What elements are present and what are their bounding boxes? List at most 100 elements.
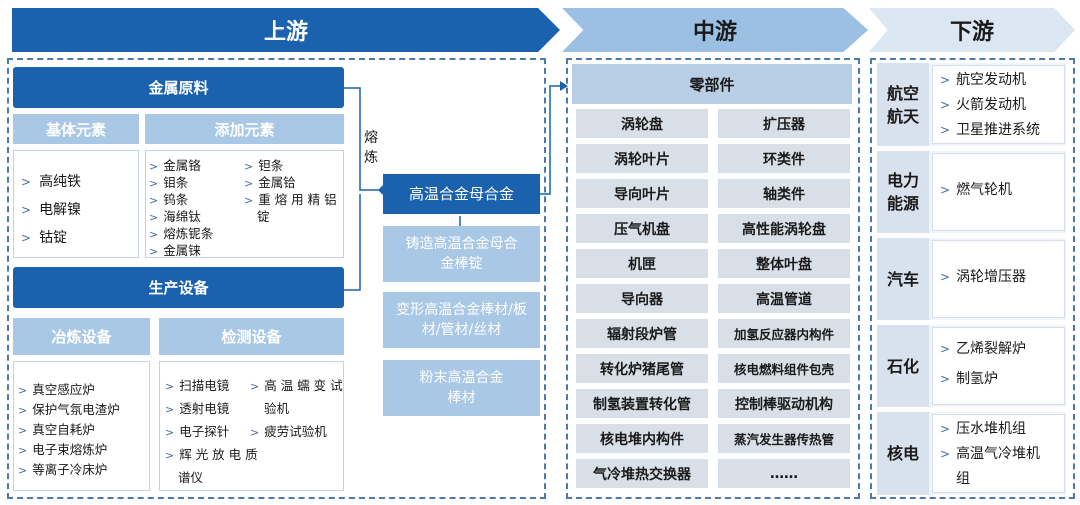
smelting-label: 熔 炼 [364, 130, 378, 166]
downstream-item: >制氢炉 [940, 371, 999, 387]
downstream-category-line: 航天 [886, 106, 919, 126]
caret-icon: > [18, 424, 28, 437]
caret-icon: > [21, 203, 32, 217]
downstream-category-line: 能源 [886, 194, 919, 213]
downstream-category-line: 核电 [886, 444, 919, 463]
base-element-item: >高纯铁 [21, 174, 82, 190]
downstream-items-box [932, 153, 1065, 231]
downstream-item: >卫星推进系统 [940, 122, 1041, 138]
parts-grid: 涡轮盘扩压器涡轮叶片环类件导向叶片轴类件压气机盘高性能涡轮盘机匣整体叶盘导向器高… [572, 108, 852, 496]
downstream-item: >乙烯裂解炉 [940, 341, 1027, 357]
caret-icon: > [940, 270, 951, 284]
caret-icon: > [940, 183, 951, 197]
part-item: 气冷堆热交换器 [576, 459, 708, 488]
caret-icon: > [940, 422, 951, 436]
part-item: 蒸汽发生器传热管 [718, 424, 850, 453]
additive-elements-box [145, 150, 344, 258]
caret-icon: > [940, 342, 951, 356]
additive-element-item-wrap: 锭 [257, 209, 270, 224]
downstream-item: >火箭发动机 [940, 97, 1027, 113]
downstream-category: 汽车 [877, 238, 929, 320]
additive-element-item: >海绵钛 [149, 209, 201, 224]
upstream-panel [7, 58, 546, 499]
testing-equipment-item-wrap: 谱仪 [178, 470, 204, 485]
powder-alloy-box: 粉末高温合金 棒材 [383, 360, 540, 416]
smelting-equipment-item: >等离子冷床炉 [18, 462, 108, 477]
caret-icon: > [149, 160, 159, 173]
downstream-category-line: 航空 [886, 83, 919, 103]
part-item: 涡轮叶片 [576, 144, 708, 173]
additive-element-item: >钽条 [244, 158, 284, 173]
smelting-equipment-box [13, 361, 150, 491]
downstream-item: >高温气冷堆机 [940, 446, 1041, 462]
testing-equipment-item: >电子探针 [165, 424, 230, 439]
part-item: 涡轮盘 [576, 109, 708, 138]
part-item: 机匣 [576, 249, 708, 278]
downstream-items-box [932, 327, 1065, 405]
equipment-header: 生产设备 [13, 267, 344, 308]
additive-element-item: >金属铬 [149, 158, 201, 173]
master-alloy-box: 高温合金母合金 [383, 174, 540, 214]
testing-equipment-box [159, 361, 344, 491]
part-item: 控制棒驱动机构 [718, 389, 850, 418]
caret-icon: > [18, 384, 28, 397]
downstream-items-box [932, 414, 1065, 493]
caret-icon: > [149, 177, 159, 190]
additive-element-item: >熔炼铌条 [149, 226, 214, 241]
caret-icon: > [244, 160, 254, 173]
caret-icon: > [244, 177, 254, 190]
additive-element-item: >重 熔 用 精 铝 [244, 192, 337, 207]
additive-element-item: >钼条 [149, 175, 189, 190]
caret-icon: > [21, 175, 32, 189]
part-item: 轴类件 [718, 179, 850, 208]
downstream-category: 航空航天 [877, 63, 929, 146]
downstream-category-line: 电力 [886, 171, 919, 190]
downstream-items-box [932, 240, 1065, 318]
downstream-item: >燃气轮机 [940, 182, 1013, 198]
smelting-equipment-item: >真空自耗炉 [18, 422, 95, 437]
downstream-item: >涡轮增压器 [940, 269, 1027, 285]
stage-midstream-arrow: 中游 [562, 8, 868, 52]
downstream-items-box [932, 65, 1065, 144]
caret-icon: > [18, 464, 28, 477]
additive-element-item: >钨条 [149, 192, 189, 207]
smelting-equipment-header: 冶炼设备 [13, 318, 150, 355]
part-item: 压气机盘 [576, 214, 708, 243]
downstream-panel [870, 58, 1075, 499]
smelting-equipment-item: >保护气氛电渣炉 [18, 402, 120, 417]
downstream-category: 核电 [877, 412, 929, 495]
caret-icon: > [18, 444, 28, 457]
testing-equipment-item: >透射电镜 [165, 401, 230, 416]
caret-icon: > [250, 426, 260, 439]
base-elements-header: 基体元素 [13, 114, 139, 144]
additive-element-item: >金属铪 [244, 175, 296, 190]
base-elements-box [13, 150, 139, 258]
caret-icon: > [18, 404, 28, 417]
midstream-panel [566, 58, 860, 499]
part-item: 辐射段炉管 [576, 319, 708, 348]
caret-icon: > [149, 194, 159, 207]
testing-equipment-item: >高 温 蠕 变 试 [250, 378, 343, 393]
caret-icon: > [165, 449, 175, 462]
part-item: 核电燃料组件包壳 [718, 354, 850, 383]
testing-equipment-item: >辉 光 放 电 质 [165, 447, 258, 462]
stage-midstream-label: 中游 [692, 20, 737, 45]
caret-icon: > [940, 372, 951, 386]
caret-icon: > [149, 211, 159, 224]
part-item: 环类件 [718, 144, 850, 173]
base-element-item: >电解镍 [21, 202, 82, 218]
caret-icon: > [165, 426, 175, 439]
testing-equipment-item: >扫描电镜 [165, 378, 230, 393]
testing-equipment-item-wrap: 验机 [264, 401, 290, 416]
stage-upstream-label: 上游 [263, 20, 308, 45]
part-item: 高温管道 [718, 284, 850, 313]
part-item: 扩压器 [718, 109, 850, 138]
caret-icon: > [940, 98, 951, 112]
downstream-category: 电力能源 [877, 151, 929, 233]
stage-downstream-label: 下游 [949, 20, 994, 45]
downstream-item: >压水堆机组 [940, 421, 1027, 437]
caret-icon: > [165, 403, 175, 416]
caret-icon: > [149, 245, 159, 258]
part-item: 核电堆内构件 [576, 424, 708, 453]
